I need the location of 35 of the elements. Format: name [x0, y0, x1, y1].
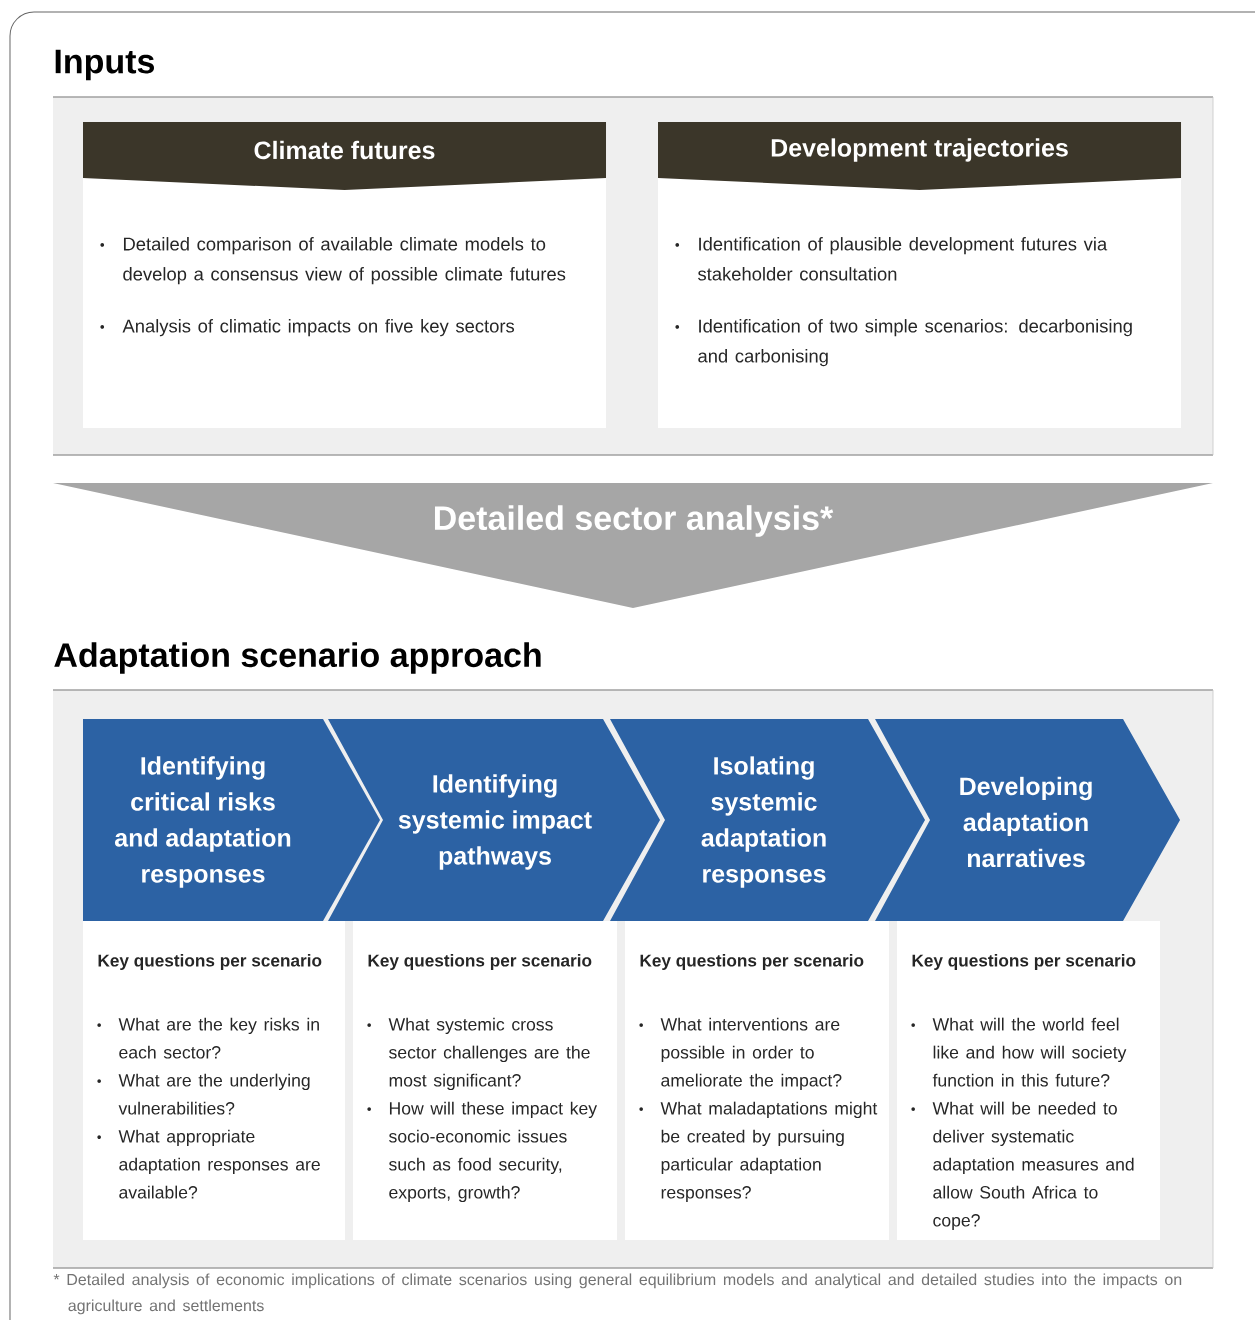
card	[83, 122, 606, 428]
bullet-item: What interventions are possible in order to ameliorate the impact?	[639, 1017, 842, 1091]
card	[658, 122, 1181, 428]
card	[353, 921, 617, 1240]
bullet-item: What appropriate adaptation responses are available?	[97, 1129, 320, 1199]
process-step-banner: Identifying systemic impact pathways	[328, 719, 660, 921]
card	[897, 921, 1160, 1240]
header-banner: Climate futures	[83, 122, 606, 190]
header-banner: Development trajectories	[658, 122, 1181, 190]
footnote: * Detailed analysis of economic implications of climate scenarios using general equilibrium models and analytical and detailed studies into the impacts on agriculture and settlements	[53, 1273, 1182, 1315]
card-heading: Key questions per scenario	[368, 954, 592, 971]
section-heading: Inputs	[55, 49, 154, 81]
node-label: Isolating systemic adaptation responses	[701, 756, 826, 888]
card-heading: Key questions per scenario	[912, 954, 1136, 971]
section-heading: Adaptation scenario approach	[54, 642, 541, 674]
card-heading: Key questions per scenario	[98, 954, 322, 971]
bullet-item: What systemic cross sector challenges are the most significant?	[367, 1017, 590, 1091]
bullet-item: Detailed comparison of available climate models to develop a consensus view of possible climate futures	[100, 237, 566, 285]
bullet-item: What are the underlying vulnerabilities?	[97, 1073, 310, 1115]
process-step-banner: Developing adaptation narratives	[875, 719, 1180, 921]
bullet-item: What maladaptations might be created by pursuing particular adaptation responses?	[639, 1101, 878, 1203]
bullet-item: Identification of plausible development futures via stakeholder consultation	[675, 237, 1108, 281]
bullet-item: Analysis of climatic impacts on five key sectors	[100, 319, 515, 337]
card	[83, 921, 345, 1240]
node-label: Developing adaptation narratives	[960, 776, 1092, 868]
bullet-item: How will these impact key socio-economic issues such as food security, exports, growth?	[367, 1101, 597, 1203]
node-label: Identifying critical risks and adaptation responses	[114, 756, 291, 888]
process-step-banner: Isolating systemic adaptation responses	[610, 719, 925, 921]
card-heading: Key questions per scenario	[640, 954, 864, 971]
bullet-item: What are the key risks in each sector?	[97, 1017, 319, 1059]
bullet-item: Identification of two simple scenarios: decarbonising and carbonising	[675, 319, 1132, 367]
bullet-item: What will the world feel like and how will society function in this future?	[911, 1017, 1127, 1087]
bullet-item: What will be needed to deliver systematic adaptation measures and allow South Africa to cope?	[911, 1101, 1134, 1231]
card	[625, 921, 889, 1240]
node-label: Identifying systemic impact pathways	[398, 774, 592, 870]
